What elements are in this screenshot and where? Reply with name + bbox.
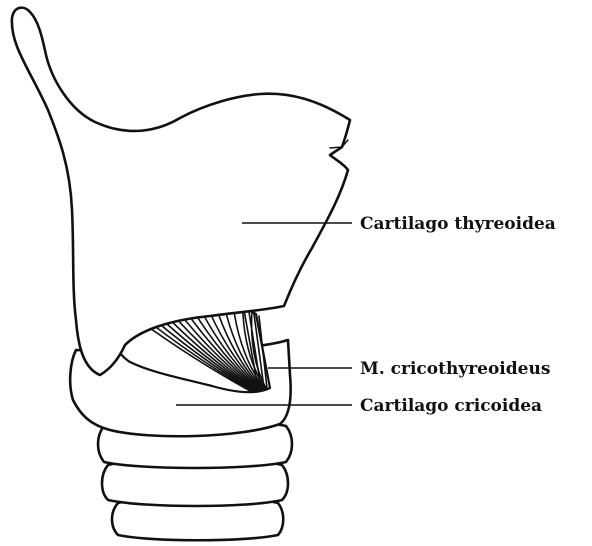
- label-cricothyroid-muscle: M. cricothyreoideus: [360, 359, 550, 379]
- thyroid-cartilage: [12, 8, 350, 375]
- label-thyroid: Cartilago thyreoidea: [360, 214, 556, 234]
- label-cricoid: Cartilago cricoidea: [360, 396, 542, 416]
